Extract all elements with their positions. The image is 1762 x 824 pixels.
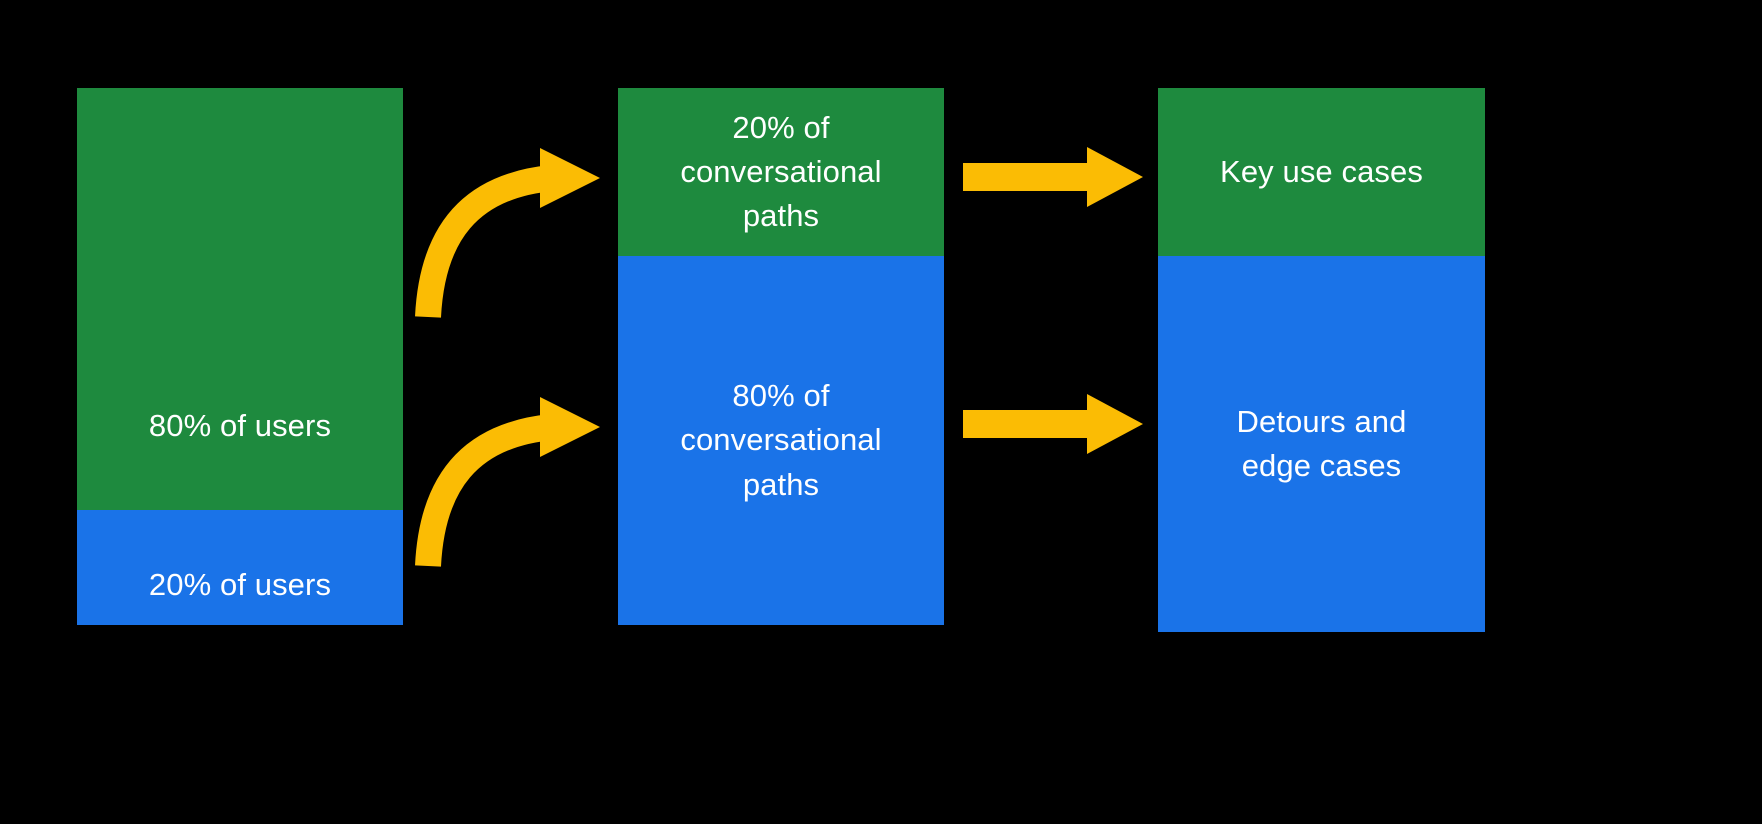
paths-blue-band: 80% of conversational paths	[618, 256, 944, 625]
paths-green-band-label: 20% of conversational paths	[680, 109, 882, 233]
users-blue-band-label: 20% of users	[148, 567, 332, 603]
users-green-band-label: 80% of users	[148, 407, 332, 443]
curved-arrow-users-to-bottom-paths	[415, 397, 600, 567]
paths-green-band: 20% of conversational paths	[618, 88, 944, 256]
conversational-paths-column: 20% of conversational paths 80% of conve…	[618, 88, 944, 625]
cases-blue-band-label: Detours and edge cases	[1236, 403, 1407, 483]
paths-blue-band-label: 80% of conversational paths	[680, 378, 882, 502]
straight-arrow-paths-to-key-cases	[963, 147, 1143, 207]
cases-blue-band: Detours and edge cases	[1158, 256, 1485, 632]
cases-green-band-label: Key use cases	[1220, 153, 1423, 189]
users-blue-band: 20% of users	[77, 510, 403, 625]
use-cases-column: Key use cases Detours and edge cases	[1158, 88, 1485, 632]
straight-arrow-paths-to-detours	[963, 394, 1143, 454]
curved-arrow-users-to-top-paths	[415, 148, 600, 318]
users-column: 80% of users 20% of users	[77, 88, 403, 625]
users-green-band: 80% of users	[77, 88, 403, 510]
cases-green-band: Key use cases	[1158, 88, 1485, 256]
